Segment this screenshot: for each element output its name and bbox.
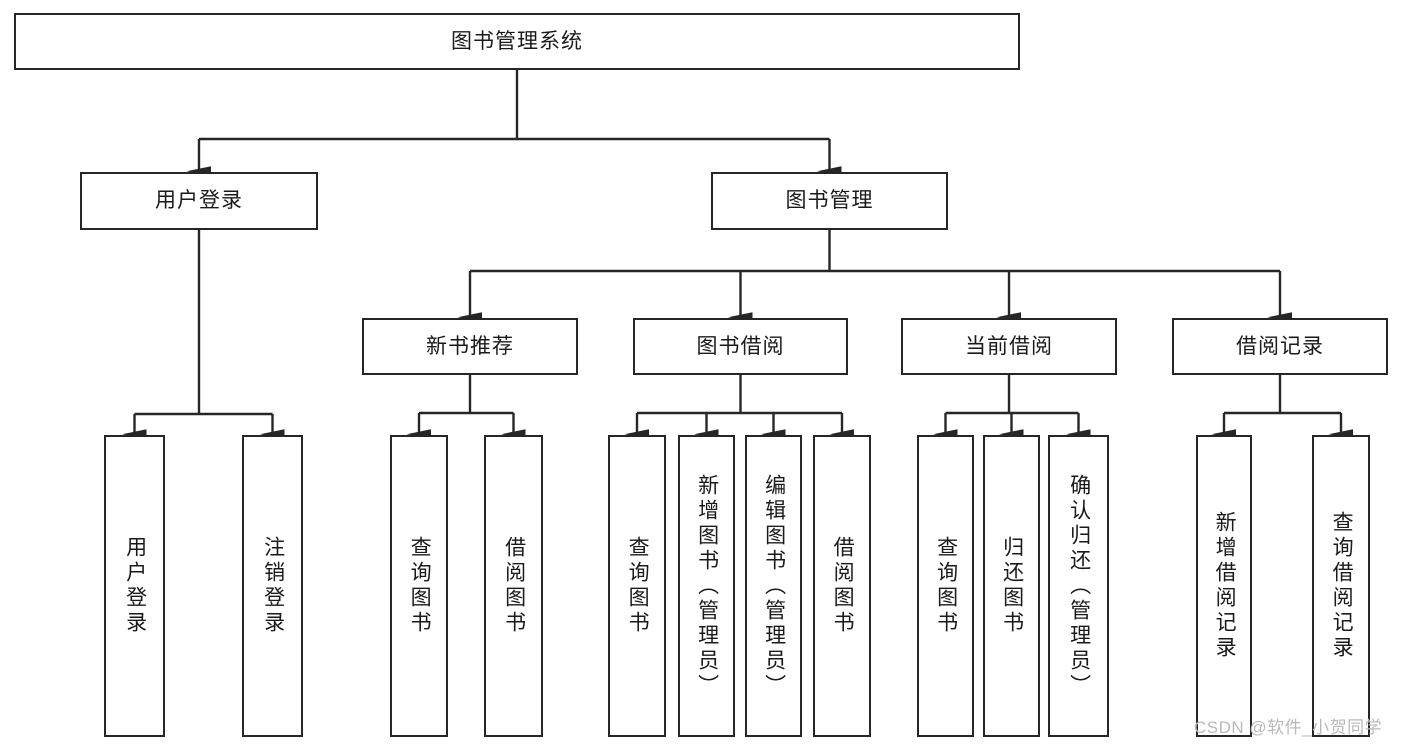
node-user-login[interactable]: 用户登录	[80, 172, 318, 230]
leaf-record-add-label: 新增借阅记录	[1213, 511, 1237, 661]
leaf-new-query-book[interactable]: 查询图书	[390, 435, 448, 737]
node-borrow-record-label: 借阅记录	[1236, 334, 1324, 358]
node-book-management-label: 图书管理	[785, 189, 874, 213]
leaf-current-query-book-label: 查询图书	[934, 536, 958, 636]
leaf-current-confirm-return-label: 确认归还（管理员）	[1067, 473, 1091, 699]
leaf-borrow-add-book-label: 新增图书（管理员）	[695, 473, 719, 699]
node-borrow-record[interactable]: 借阅记录	[1172, 318, 1388, 375]
leaf-current-confirm-return[interactable]: 确认归还（管理员）	[1048, 435, 1109, 737]
leaf-user-login-label: 用户登录	[123, 536, 147, 636]
csdn-watermark: CSDN @软件_小贺同学	[1194, 718, 1383, 737]
node-book-borrow[interactable]: 图书借阅	[633, 318, 848, 375]
leaf-user-logout[interactable]: 注销登录	[242, 435, 303, 737]
leaf-record-query[interactable]: 查询借阅记录	[1312, 435, 1370, 737]
leaf-borrow-lend-book[interactable]: 借阅图书	[813, 435, 871, 737]
leaf-current-query-book[interactable]: 查询图书	[917, 435, 974, 737]
leaf-user-logout-label: 注销登录	[261, 536, 285, 636]
leaf-borrow-query-book[interactable]: 查询图书	[608, 435, 666, 737]
node-root[interactable]: 图书管理系统	[14, 13, 1020, 70]
leaf-borrow-query-book-label: 查询图书	[626, 536, 650, 636]
node-current-borrow-label: 当前借阅	[965, 334, 1053, 358]
leaf-borrow-edit-book-label: 编辑图书（管理员）	[762, 473, 786, 699]
node-book-borrow-label: 图书借阅	[696, 334, 785, 358]
node-book-management[interactable]: 图书管理	[711, 172, 948, 230]
leaf-borrow-add-book[interactable]: 新增图书（管理员）	[678, 435, 735, 737]
leaf-current-return-book-label: 归还图书	[1000, 536, 1024, 636]
leaf-borrow-lend-book-label: 借阅图书	[831, 536, 855, 636]
node-new-book-recommend[interactable]: 新书推荐	[362, 318, 578, 375]
leaf-current-return-book[interactable]: 归还图书	[983, 435, 1040, 737]
node-root-label: 图书管理系统	[451, 29, 583, 53]
leaf-user-login[interactable]: 用户登录	[104, 435, 165, 737]
leaf-record-query-label: 查询借阅记录	[1330, 511, 1354, 661]
leaf-record-add[interactable]: 新增借阅记录	[1196, 435, 1252, 737]
node-current-borrow[interactable]: 当前借阅	[901, 318, 1117, 375]
leaf-new-borrow-book[interactable]: 借阅图书	[484, 435, 543, 737]
node-new-book-recommend-label: 新书推荐	[426, 334, 514, 358]
leaf-new-query-book-label: 查询图书	[408, 536, 432, 636]
node-user-login-label: 用户登录	[155, 189, 243, 213]
leaf-new-borrow-book-label: 借阅图书	[502, 536, 526, 636]
leaf-borrow-edit-book[interactable]: 编辑图书（管理员）	[745, 435, 802, 737]
